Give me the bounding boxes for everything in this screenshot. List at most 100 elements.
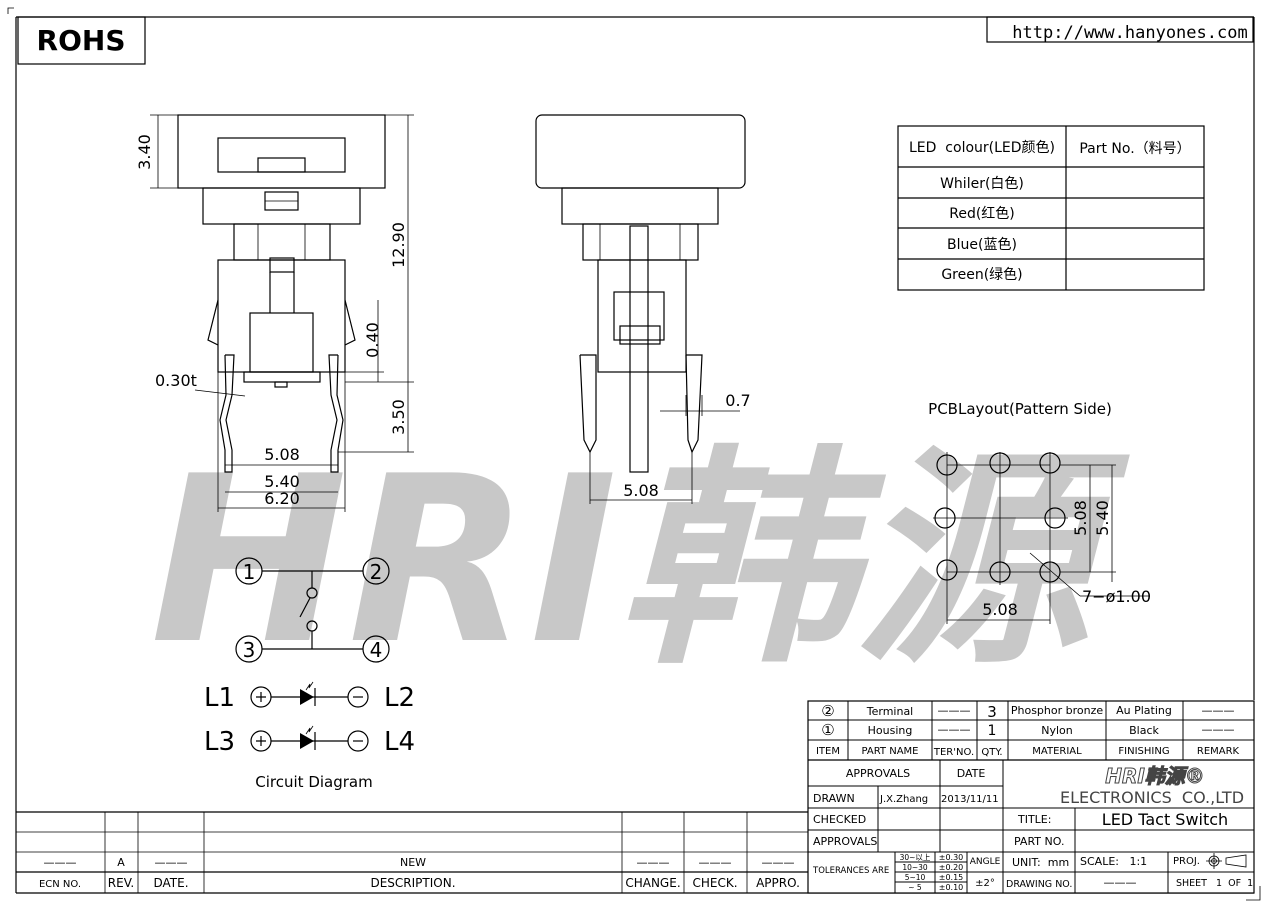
rev-header-date: DATE. (153, 876, 188, 890)
dim-gap: 0.40 (363, 322, 382, 358)
pcb-layout (933, 452, 1150, 624)
led-row-white: Whiler(白色) (940, 175, 1024, 192)
dim-pin-pitch: 5.08 (264, 445, 300, 464)
dim-body-width: 6.20 (264, 489, 300, 508)
bom-header-remark: REMARK (1197, 746, 1240, 757)
bom-header-item: ITEM (816, 746, 840, 757)
pcb-dim-v2: 5.40 (1093, 500, 1112, 536)
rev-header-check: CHECK. (692, 876, 737, 890)
scale: SCALE: 1:1 (1080, 855, 1147, 868)
bom-ter-2: ——— (938, 704, 971, 717)
title-label: TITLE: (1017, 813, 1051, 826)
unit: UNIT: mm (1012, 856, 1069, 869)
tol-value-1: ±0.30 (939, 853, 964, 862)
rohs-box (17, 16, 146, 65)
rev-header-description: DESCRIPTION. (370, 876, 455, 890)
part-no-label: PART NO. (1014, 835, 1064, 848)
led-row-blue: Blue(蓝色) (947, 236, 1017, 253)
circuit-diagram (235, 557, 390, 752)
bom-remark-1: ——— (1202, 723, 1235, 736)
rev-header-appro: APPRO. (756, 876, 800, 890)
company-logo: HRI韩源® (1105, 764, 1205, 788)
dim-pin-length: 3.50 (389, 399, 408, 435)
url-box (986, 16, 1254, 43)
led-colour-table (897, 125, 1205, 291)
watermark-text: HRI韩源 (150, 428, 1130, 695)
tol-value-4: ±0.10 (939, 883, 964, 892)
led-row-green: Green(绿色) (941, 266, 1022, 283)
bom-table (807, 700, 1255, 894)
label-l2: L2 (384, 683, 415, 713)
bom-remark-2: ——— (1202, 704, 1235, 717)
tolerances-label: TOLERANCES ARE (812, 866, 889, 876)
tol-value-3: ±0.15 (939, 873, 964, 882)
drawn-by: J.X.Zhang (879, 794, 928, 805)
approvals-header: APPROVALS (846, 767, 910, 780)
bom-header-ter: TER'NO. (933, 747, 974, 758)
circuit-title: Circuit Diagram (255, 773, 372, 791)
rev-header-rev: REV. (108, 876, 134, 890)
dim-pin-width: 0.7 (725, 391, 750, 410)
terminal-1: 1 (243, 560, 256, 584)
drawing-no-label: DRAWING NO. (1006, 879, 1072, 890)
terminal-2: 2 (370, 560, 383, 584)
rev-change: ——— (637, 856, 670, 869)
rev-rev: A (117, 856, 125, 869)
label-l1: L1 (204, 683, 235, 713)
pcb-title: PCBLayout(Pattern Side) (928, 400, 1112, 418)
bom-qty-2: 3 (987, 703, 997, 721)
revision-table (16, 811, 1254, 894)
tol-range-4: ~ 5 (908, 883, 922, 892)
label-l3: L3 (204, 727, 235, 757)
angle-label: ANGLE (970, 857, 1001, 867)
bom-header-name: PART NAME (861, 746, 918, 757)
company-name: ELECTRONICS CO.,LTD (1060, 788, 1244, 807)
led-row-red: Red(红色) (949, 205, 1015, 222)
rev-check: ——— (699, 856, 732, 869)
projection-symbol-icon (1206, 853, 1247, 869)
led-table-header-partno: Part No.（料号） (1079, 141, 1190, 157)
drawn-label: DRAWN (813, 792, 855, 805)
date-header: DATE (957, 767, 986, 780)
front-view (150, 114, 414, 512)
bom-name-1: Housing (868, 724, 913, 737)
led-table-header-colour: LED colour(LED颜色) (909, 139, 1055, 156)
corner-mark (7, 7, 14, 14)
rev-appro: ——— (762, 856, 795, 869)
bom-item-1: ① (821, 721, 834, 739)
tol-range-1: 30~以上 (900, 853, 931, 862)
bom-material-1: Nylon (1041, 724, 1073, 737)
bom-header-material: MATERIAL (1032, 746, 1082, 757)
bom-item-2: ② (821, 702, 834, 720)
rev-header-change: CHANGE. (625, 876, 680, 890)
bom-qty-1: 1 (988, 723, 997, 739)
bom-name-2: Terminal (866, 705, 914, 718)
website-url[interactable]: http://www.hanyones.com (1012, 23, 1247, 43)
rev-ecn: ——— (44, 856, 77, 869)
tol-range-2: 10~30 (902, 863, 928, 872)
dim-total-height: 12.90 (389, 222, 408, 268)
bom-header-qty: QTY. (981, 747, 1002, 758)
terminal-4: 4 (370, 638, 383, 662)
dim-thickness: 0.30t (155, 371, 197, 390)
rev-date: ——— (155, 856, 188, 869)
corner-mark (1246, 886, 1261, 901)
side-view (535, 114, 746, 504)
drawn-date: 2013/11/11 (941, 794, 999, 805)
bom-ter-1: ——— (938, 723, 971, 736)
tol-value-2: ±0.20 (939, 863, 964, 872)
rohs-label: ROHS (37, 24, 126, 57)
angle-value: ±2° (975, 878, 995, 889)
bom-material-2: Phosphor bronze (1011, 704, 1104, 717)
rev-description: NEW (400, 856, 426, 869)
rev-header-ecn: ECN NO. (39, 879, 81, 890)
dim-pin-outer: 5.40 (264, 472, 300, 491)
tol-range-3: 5~10 (905, 873, 926, 882)
terminal-3: 3 (243, 638, 256, 662)
projection-label: PROJ. (1173, 856, 1200, 867)
approvals2-label: APPROVALS (813, 835, 877, 848)
sheet: SHEET 1 OF 1 (1176, 878, 1253, 889)
drawing-no: ——— (1104, 876, 1137, 889)
bom-finishing-2: Au Plating (1116, 704, 1172, 717)
